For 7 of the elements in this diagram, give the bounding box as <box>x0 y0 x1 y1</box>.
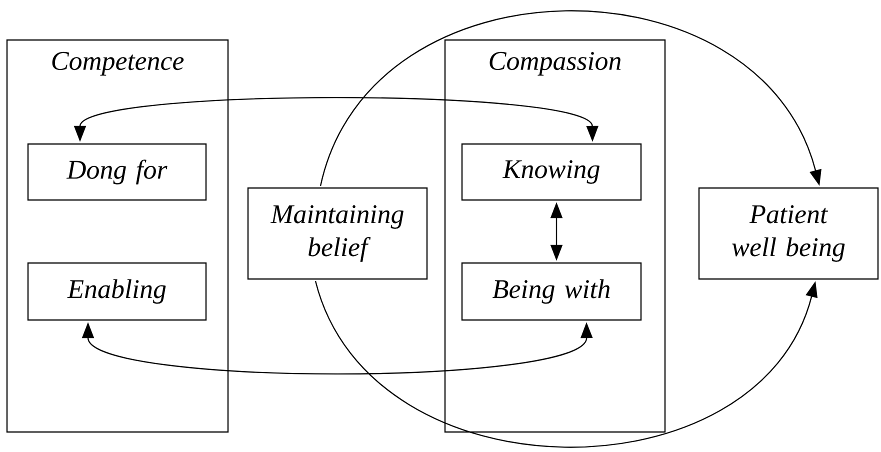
process-box: Being with <box>461 262 642 321</box>
process-box: Enabling <box>27 262 207 321</box>
curved-arrow <box>320 10 822 186</box>
process-box: Dong for <box>27 143 207 201</box>
outcome-box: Patient well being <box>698 187 879 280</box>
process-box: Knowing <box>461 143 642 201</box>
process-box: Maintaining belief <box>247 187 428 280</box>
